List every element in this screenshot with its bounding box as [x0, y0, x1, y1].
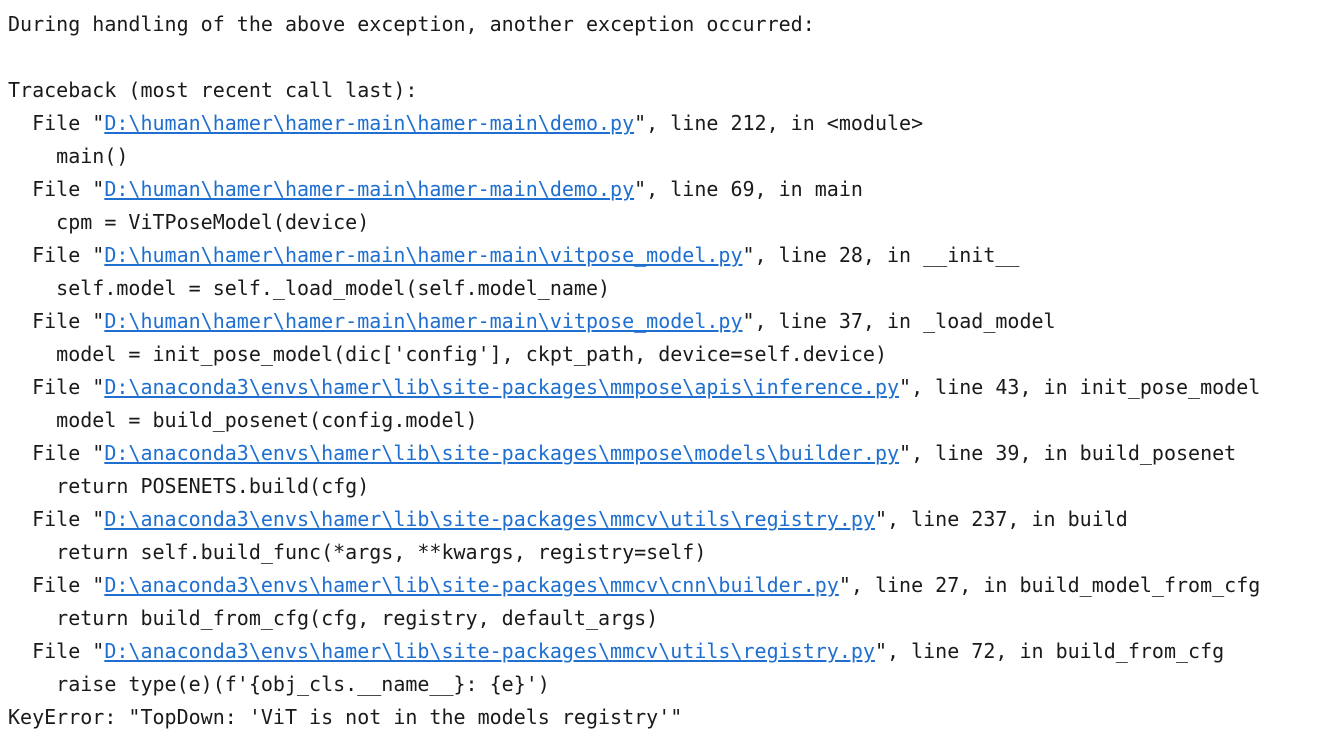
traceback-line-frame: File "D:\human\hamer\hamer-main\hamer-ma…: [8, 173, 1317, 206]
file-path-link[interactable]: D:\anaconda3\envs\hamer\lib\site-package…: [104, 573, 839, 597]
traceback-line-code: model = init_pose_model(dic['config'], c…: [8, 338, 1317, 371]
traceback-line-frame: File "D:\human\hamer\hamer-main\hamer-ma…: [8, 305, 1317, 338]
traceback-text: cpm = ViTPoseModel(device): [8, 210, 370, 234]
traceback-line-code: return self.build_func(*args, **kwargs, …: [8, 536, 1317, 569]
traceback-text: model = init_pose_model(dic['config'], c…: [8, 342, 887, 366]
traceback-line-frame: File "D:\anaconda3\envs\hamer\lib\site-p…: [8, 503, 1317, 536]
file-path-link[interactable]: D:\anaconda3\envs\hamer\lib\site-package…: [104, 441, 900, 465]
traceback-line-code: model = build_posenet(config.model): [8, 404, 1317, 437]
traceback-line-frame: File "D:\human\hamer\hamer-main\hamer-ma…: [8, 107, 1317, 140]
file-path-link[interactable]: D:\anaconda3\envs\hamer\lib\site-package…: [104, 639, 875, 663]
traceback-text: self.model = self._load_model(self.model…: [8, 276, 611, 300]
traceback-line-frame: File "D:\anaconda3\envs\hamer\lib\site-p…: [8, 569, 1317, 602]
traceback-text: model = build_posenet(config.model): [8, 408, 478, 432]
traceback-line-error: KeyError: "TopDown: 'ViT is not in the m…: [8, 701, 1317, 734]
traceback-text: File ": [8, 177, 105, 201]
traceback-line-frame: File "D:\anaconda3\envs\hamer\lib\site-p…: [8, 437, 1317, 470]
traceback-text: File ": [8, 507, 105, 531]
traceback-line-code: return build_from_cfg(cfg, registry, def…: [8, 602, 1317, 635]
file-path-link[interactable]: D:\human\hamer\hamer-main\hamer-main\vit…: [104, 309, 743, 333]
traceback-text: File ": [8, 375, 105, 399]
traceback-line-frame: File "D:\human\hamer\hamer-main\hamer-ma…: [8, 239, 1317, 272]
traceback-text: File ": [8, 573, 105, 597]
traceback-text: ", line 69, in main: [634, 177, 863, 201]
traceback-line-code: cpm = ViTPoseModel(device): [8, 206, 1317, 239]
traceback-line-text: During handling of the above exception, …: [8, 8, 1317, 41]
traceback-text: File ": [8, 309, 105, 333]
traceback-text: ", line 27, in build_model_from_cfg: [838, 573, 1261, 597]
traceback-line-code: main(): [8, 140, 1317, 173]
traceback-line-code: raise type(e)(f'{obj_cls.__name__}: {e}'…: [8, 668, 1317, 701]
traceback-text: return build_from_cfg(cfg, registry, def…: [8, 606, 659, 630]
traceback-text: return self.build_func(*args, **kwargs, …: [8, 540, 707, 564]
traceback-line-code: return POSENETS.build(cfg): [8, 470, 1317, 503]
file-path-link[interactable]: D:\human\hamer\hamer-main\hamer-main\dem…: [104, 177, 635, 201]
traceback-text: File ": [8, 639, 105, 663]
traceback-text: File ": [8, 441, 105, 465]
traceback-text: ", line 37, in _load_model: [742, 309, 1056, 333]
traceback-text: ", line 28, in __init__: [742, 243, 1020, 267]
traceback-line-frame: File "D:\anaconda3\envs\hamer\lib\site-p…: [8, 371, 1317, 404]
traceback-text: KeyError: "TopDown: 'ViT is not in the m…: [8, 705, 683, 729]
traceback-text: ", line 237, in build: [874, 507, 1128, 531]
traceback-text: ", line 72, in build_from_cfg: [874, 639, 1225, 663]
file-path-link[interactable]: D:\anaconda3\envs\hamer\lib\site-package…: [104, 375, 900, 399]
traceback-line-text: Traceback (most recent call last):: [8, 74, 1317, 107]
traceback-text: Traceback (most recent call last):: [8, 78, 418, 102]
file-path-link[interactable]: D:\anaconda3\envs\hamer\lib\site-package…: [104, 507, 875, 531]
file-path-link[interactable]: D:\human\hamer\hamer-main\hamer-main\vit…: [104, 243, 743, 267]
traceback-line-code: self.model = self._load_model(self.model…: [8, 272, 1317, 305]
traceback-text: raise type(e)(f'{obj_cls.__name__}: {e}'…: [8, 672, 550, 696]
traceback-text: main(): [8, 144, 129, 168]
traceback-text: ", line 212, in <module>: [634, 111, 924, 135]
traceback-text: File ": [8, 243, 105, 267]
traceback-text: ", line 39, in build_posenet: [899, 441, 1237, 465]
traceback-text: return POSENETS.build(cfg): [8, 474, 370, 498]
traceback-text: During handling of the above exception, …: [8, 12, 815, 36]
traceback-line-frame: File "D:\anaconda3\envs\hamer\lib\site-p…: [8, 635, 1317, 668]
traceback-text: ", line 43, in init_pose_model: [899, 375, 1261, 399]
traceback-text: File ": [8, 111, 105, 135]
traceback-line-blank: [8, 41, 1317, 74]
file-path-link[interactable]: D:\human\hamer\hamer-main\hamer-main\dem…: [104, 111, 635, 135]
